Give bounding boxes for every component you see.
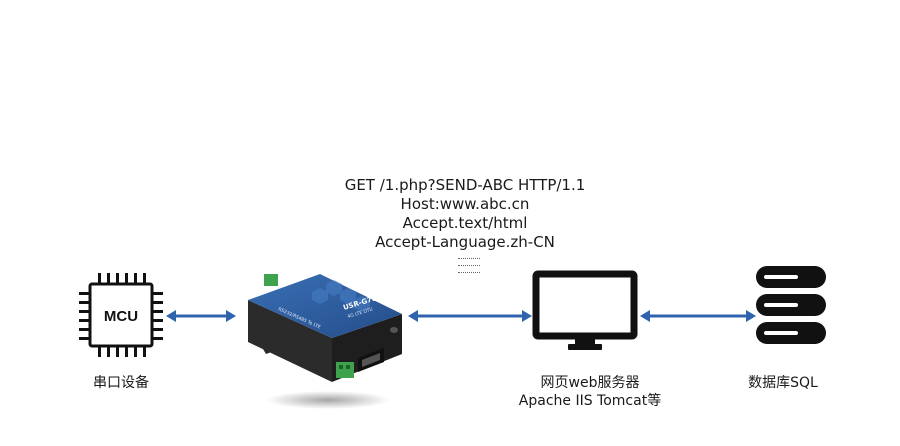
mcu-label: 串口设备 [93, 375, 149, 391]
request-language-line: Accept-Language.zh-CN [375, 233, 555, 251]
request-accept-line: Accept.text/html [402, 214, 528, 232]
request-host-line: Host:www.abc.cn [400, 195, 530, 213]
arrow-webserver-database [640, 310, 756, 322]
monitor-icon [532, 270, 638, 350]
webserver-label: 网页web服务器 Apache IIS Tomcat等 [480, 374, 700, 410]
database-label: 数据库SQL [748, 375, 818, 391]
ellipsis-dots [458, 252, 480, 282]
arrow-modem-webserver [408, 310, 532, 322]
mcu-chip-label: MCU [104, 308, 138, 325]
mcu-chip-icon: MCU [79, 273, 163, 357]
http-request-text: GET /1.php?SEND-ABC HTTP/1.1 Host:www.ab… [300, 176, 630, 252]
webserver-label-line2: Apache IIS Tomcat等 [518, 393, 662, 409]
dtu-modem-device: USR-G780 4G LTE DTU RS232/RS485 To LTE [248, 274, 402, 409]
arrow-mcu-modem [166, 310, 236, 322]
request-line: GET /1.php?SEND-ABC HTTP/1.1 [344, 176, 586, 194]
database-icon [756, 266, 826, 344]
webserver-label-line1: 网页web服务器 [540, 375, 640, 391]
